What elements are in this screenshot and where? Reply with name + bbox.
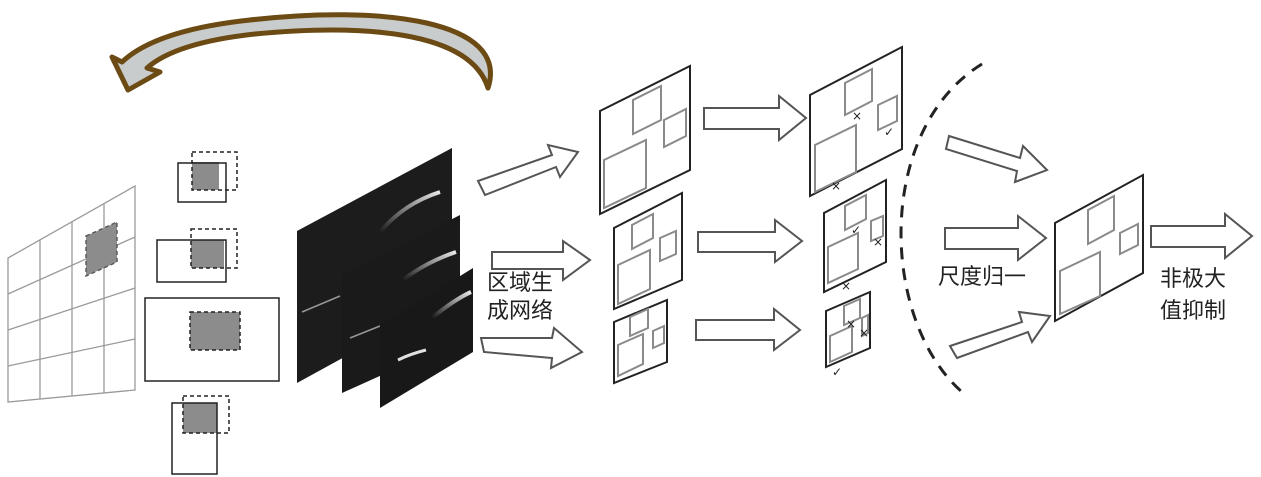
arrow-lower (481, 328, 582, 368)
anchor-box-4 (172, 396, 229, 474)
arrow-upper (478, 145, 578, 195)
label-region-proposal-network-line2: 成网络 (487, 299, 553, 324)
cross-mark: × (841, 279, 851, 293)
input-grid (8, 186, 135, 402)
arrow-filter-3 (696, 309, 800, 350)
arrows-to-normalized (945, 136, 1050, 358)
anchor-box-1 (178, 152, 237, 202)
arrow-norm-2 (945, 216, 1046, 260)
arrow-filter-1 (704, 96, 806, 140)
check-mark: ✓ (884, 125, 894, 139)
arrow-norm-3 (950, 312, 1050, 358)
filtered-panel-3: × × ✓ (826, 292, 870, 379)
filtered-panel-2: ✓ × × (824, 180, 886, 293)
label-region-proposal-network-line1: 区域生 (487, 271, 553, 296)
cross-mark: × (831, 179, 841, 193)
label-scale-normalization: 尺度归一 (938, 265, 1026, 290)
feature-maps (297, 148, 473, 408)
cross-mark: × (846, 317, 856, 331)
cross-mark: × (859, 326, 869, 340)
arrows-to-filtered (696, 96, 806, 350)
anchor-box-2 (157, 229, 237, 282)
anchor-box-3 (145, 298, 279, 381)
proposal-panel-1 (600, 66, 690, 214)
cross-mark: × (873, 235, 883, 249)
anchor-boxes (145, 152, 279, 474)
label-nms-line1: 非极大 (1160, 267, 1226, 292)
check-mark: ✓ (832, 365, 842, 379)
filtered-panels: × ✓ × ✓ × × × × ✓ (810, 47, 902, 379)
arrows-to-proposals (478, 145, 590, 368)
feedback-loop-arrow (112, 15, 490, 90)
proposal-panel-3 (614, 300, 667, 383)
arrow-norm-1 (946, 136, 1047, 182)
proposal-panels (600, 66, 690, 383)
label-nms-line2: 值抑制 (1160, 299, 1226, 324)
filtered-panel-1: × ✓ × (810, 47, 902, 196)
arrow-filter-2 (698, 220, 802, 262)
normalized-output-panel (1055, 175, 1143, 321)
proposal-panel-2 (614, 193, 682, 309)
arrow-output (1151, 214, 1252, 258)
check-mark: ✓ (851, 223, 861, 237)
cross-mark: × (852, 109, 862, 123)
